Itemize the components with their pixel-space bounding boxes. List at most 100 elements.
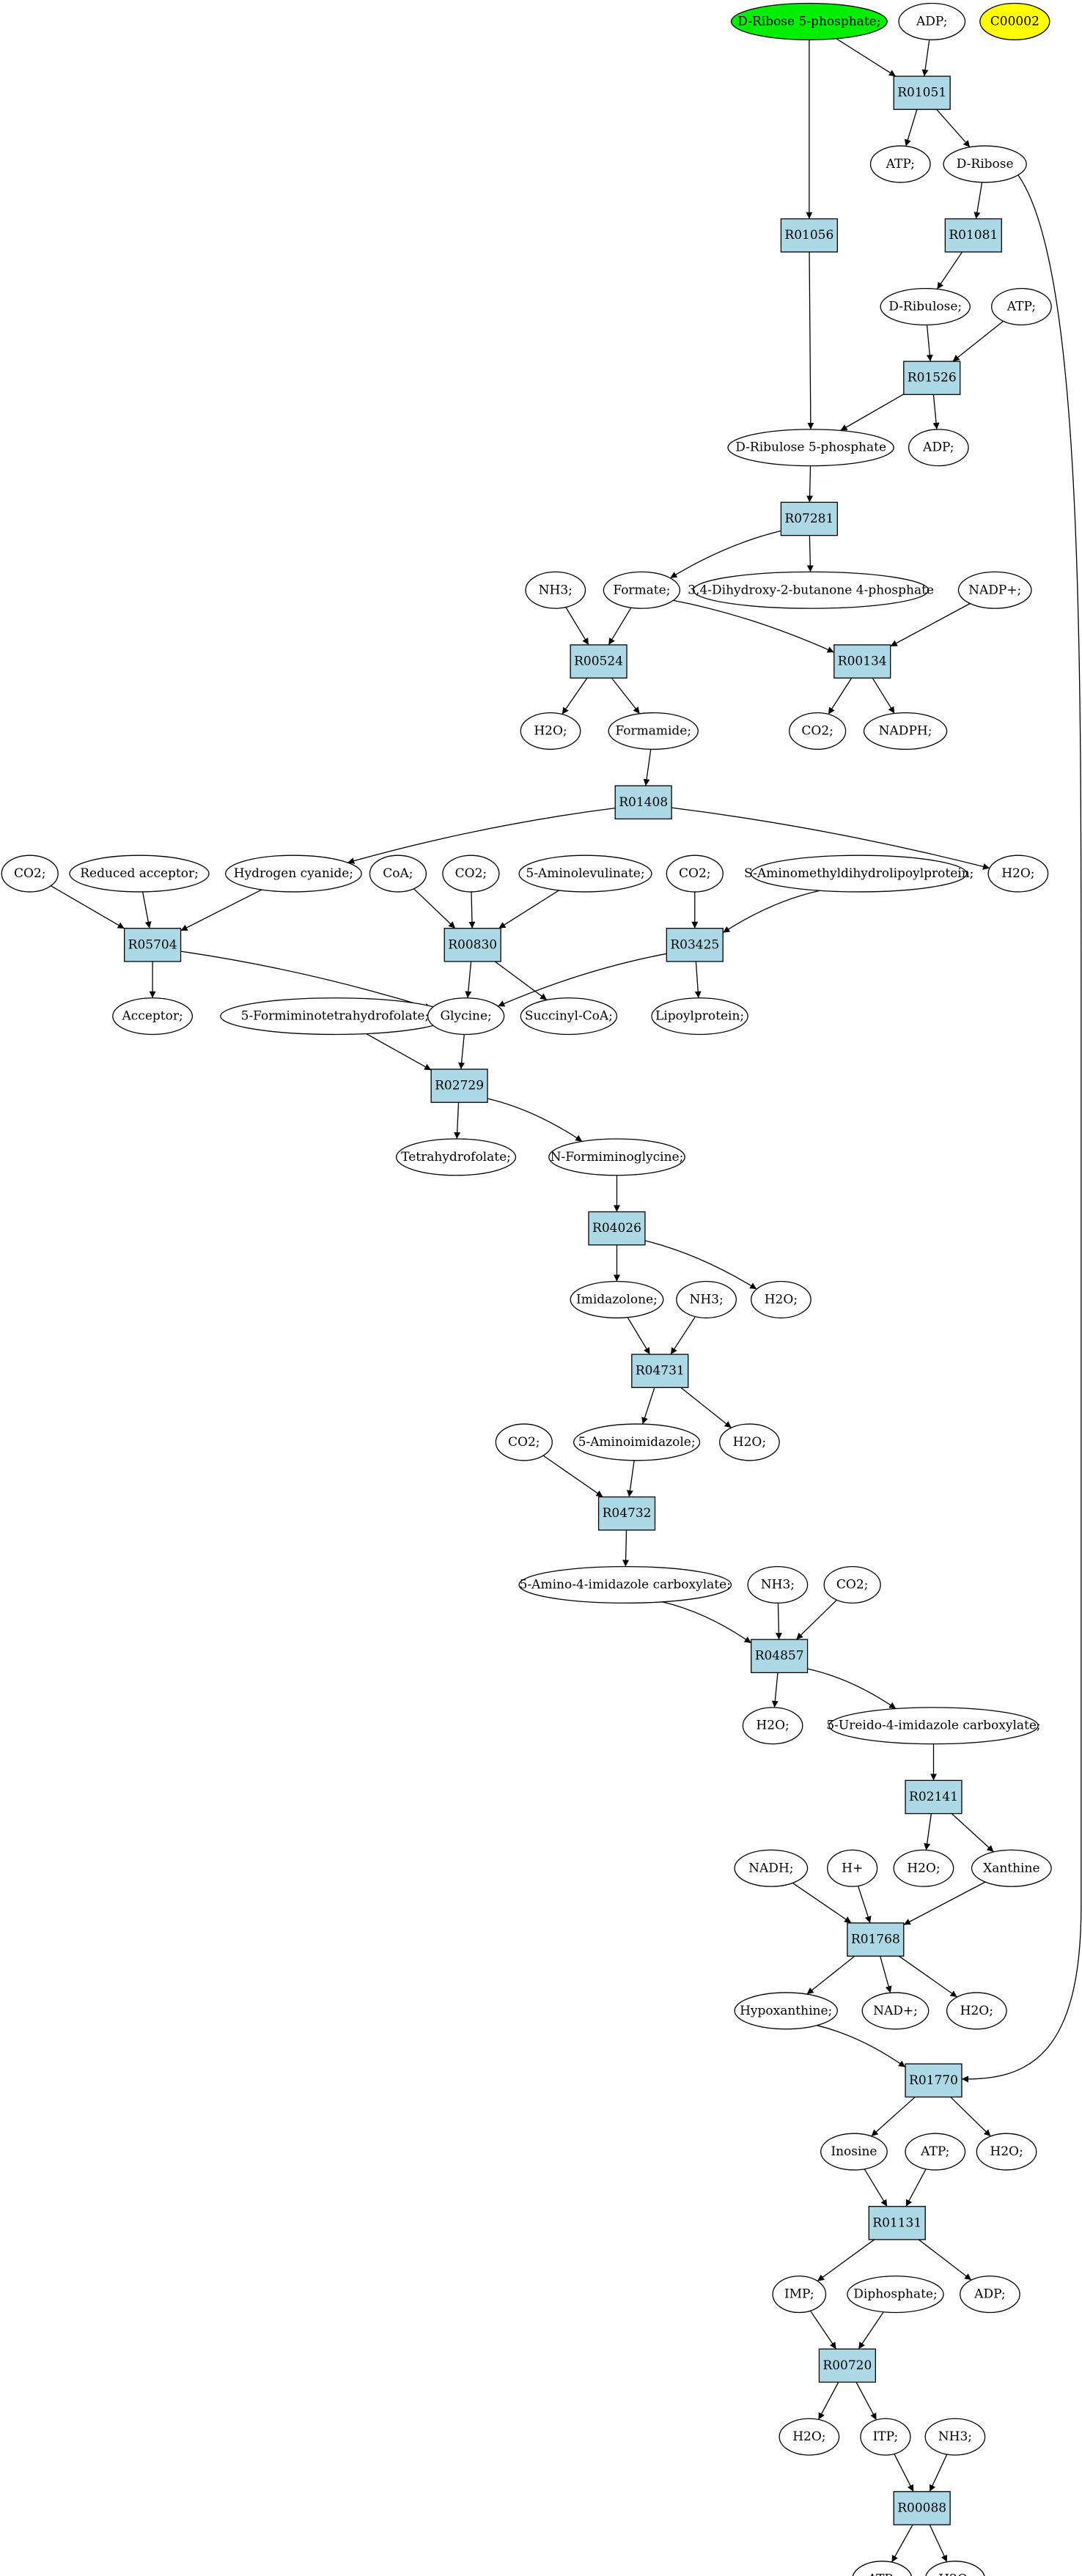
reaction-node-r01051[interactable]: R01051: [893, 75, 951, 110]
compound-node-c-imidazolone[interactable]: Imidazolone;: [570, 1280, 664, 1318]
node-label: R01131: [872, 2215, 921, 2230]
compound-node-c-nadp[interactable]: NADP+;: [957, 571, 1032, 609]
reaction-node-r00720[interactable]: R00720: [818, 2348, 876, 2383]
compound-node-c-itp[interactable]: ITP;: [860, 2418, 911, 2456]
compound-node-c-nh3-2[interactable]: NH3;: [676, 1280, 737, 1318]
compound-node-c-thf[interactable]: Tetrahydrofolate;: [395, 1138, 517, 1176]
reaction-node-r02141[interactable]: R02141: [905, 1779, 963, 1815]
compound-ellipse: [730, 2, 888, 40]
compound-node-c-h2o-5[interactable]: H2O;: [742, 1707, 803, 1745]
compound-node-c-xanthine[interactable]: Xanthine: [971, 1849, 1052, 1887]
compound-node-c-5ala[interactable]: 5-Aminolevulinate;: [518, 855, 652, 893]
compound-node-c-acceptor[interactable]: Acceptor;: [112, 997, 194, 1036]
compound-node-c-samdlp[interactable]: S-Aminomethyldihydrolipoylprotein;: [744, 855, 974, 893]
compound-node-c-c00002[interactable]: C00002: [979, 2, 1050, 40]
compound-node-c-5fthf[interactable]: 5-Formiminotetrahydrofolate;: [220, 997, 450, 1036]
reaction-node-r01081[interactable]: R01081: [944, 218, 1002, 253]
compound-node-c-hcn[interactable]: Hydrogen cyanide;: [224, 855, 362, 893]
compound-node-c-nadph[interactable]: NADPH;: [863, 712, 948, 750]
compound-node-c-dribose5p[interactable]: D-Ribose 5-phosphate;: [730, 2, 888, 40]
reaction-node-r04857[interactable]: R04857: [751, 1639, 809, 1674]
compound-node-c-formate[interactable]: Formate;: [603, 571, 681, 609]
edge-c-xanthine-to-r01768: [903, 1881, 986, 1925]
compound-node-c-h2o-9[interactable]: H2O;: [779, 2418, 840, 2456]
edge-r04731-to-c-5aimid: [641, 1387, 655, 1425]
reaction-node-r04026[interactable]: R04026: [588, 1211, 646, 1246]
compound-node-c-glycine[interactable]: Glycine;: [427, 997, 505, 1036]
edge-r00830-to-c-succoa: [494, 961, 548, 1000]
reaction-node-r03425[interactable]: R03425: [666, 928, 724, 962]
edge-r04731-to-c-h2o-4: [680, 1387, 732, 1428]
compound-node-c-dribose[interactable]: D-Ribose: [943, 145, 1027, 183]
compound-node-c-atp4[interactable]: ATP;: [852, 2561, 913, 2576]
compound-node-c-atp1[interactable]: ATP;: [869, 145, 931, 183]
reaction-node-r01526[interactable]: R01526: [903, 361, 961, 396]
node-label: R00830: [448, 937, 497, 952]
compound-node-c-nh3-4[interactable]: NH3;: [924, 2418, 986, 2456]
node-label: R01408: [619, 795, 668, 810]
compound-node-c-coa[interactable]: CoA;: [369, 855, 427, 893]
compound-node-c-adp2[interactable]: ADP;: [908, 429, 969, 467]
edge-layer: [51, 38, 1082, 2563]
reaction-node-r01056[interactable]: R01056: [780, 218, 838, 253]
reaction-node-r04731[interactable]: R04731: [631, 1354, 689, 1388]
compound-node-c-adp1[interactable]: ADP;: [898, 2, 966, 40]
reaction-node-r00830[interactable]: R00830: [444, 928, 501, 962]
compound-node-c-diphosphate[interactable]: Diphosphate;: [847, 2276, 944, 2314]
compound-node-c-5aimid[interactable]: 5-Aminoimidazole;: [573, 1423, 701, 1461]
compound-node-c-nadplus[interactable]: NAD+;: [861, 1992, 930, 2030]
edge-r01131-to-c-adp3: [918, 2239, 972, 2281]
reaction-box: [944, 218, 1002, 253]
compound-node-c-h2o-2[interactable]: H2O;: [987, 855, 1049, 893]
compound-node-c-redacc[interactable]: Reduced acceptor;: [69, 855, 210, 893]
compound-node-c-co2-1[interactable]: CO2;: [789, 712, 847, 750]
reaction-node-r05704[interactable]: R05704: [123, 928, 182, 962]
compound-node-c-hplus[interactable]: H+: [827, 1849, 878, 1887]
compound-node-c-h2o-3[interactable]: H2O;: [751, 1280, 812, 1318]
compound-node-c-h2o-10[interactable]: H2O;: [925, 2561, 985, 2576]
compound-ellipse: [224, 855, 362, 893]
reaction-node-r00088[interactable]: R00088: [893, 2491, 951, 2525]
reaction-node-r01768[interactable]: R01768: [847, 1922, 905, 1957]
reaction-node-r00134[interactable]: R00134: [833, 644, 891, 679]
compound-node-c-co2-3[interactable]: CO2;: [442, 855, 500, 893]
edge-c-samdlp-to-r03425: [722, 890, 820, 934]
compound-node-c-co2-6[interactable]: CO2;: [823, 1565, 881, 1604]
compound-node-c-5a4ic[interactable]: 5-Amino-4-imidazole carboxylate;: [518, 1565, 732, 1604]
reaction-node-r01408[interactable]: R01408: [614, 785, 672, 820]
reaction-node-r02729[interactable]: R02729: [430, 1069, 488, 1103]
compound-node-c-h2o-4[interactable]: H2O;: [719, 1423, 780, 1461]
reaction-node-r04732[interactable]: R04732: [597, 1496, 656, 1531]
compound-node-c-dhbp[interactable]: 3,4-Dihydroxy-2-butanone 4-phosphate: [688, 571, 934, 609]
compound-node-c-inosine[interactable]: Inosine: [820, 2133, 888, 2171]
compound-node-c-nh3-1[interactable]: NH3;: [525, 571, 586, 609]
compound-node-c-nh3-3[interactable]: NH3;: [747, 1565, 809, 1604]
compound-node-c-imp[interactable]: IMP;: [772, 2276, 827, 2314]
compound-node-c-nfgly[interactable]: N-Formiminoglycine;: [548, 1138, 685, 1176]
compound-node-c-h2o-8[interactable]: H2O;: [976, 2133, 1037, 2171]
compound-node-c-co2-4[interactable]: CO2;: [666, 855, 724, 893]
compound-node-c-adp3[interactable]: ADP;: [960, 2276, 1020, 2314]
reaction-node-r01770[interactable]: R01770: [905, 2063, 963, 2098]
compound-node-c-co2-5[interactable]: CO2;: [495, 1423, 553, 1461]
compound-node-c-atp3[interactable]: ATP;: [905, 2133, 966, 2171]
compound-node-c-formamide[interactable]: Formamide;: [608, 712, 699, 750]
compound-node-c-co2-2[interactable]: CO2;: [1, 855, 59, 893]
compound-node-c-lipoyl[interactable]: Lipoylprotein;: [651, 997, 748, 1036]
compound-node-c-nadh[interactable]: NADH;: [734, 1849, 809, 1887]
edge-r07281-to-c-formate: [669, 530, 781, 579]
compound-node-c-h2o-7[interactable]: H2O;: [946, 1992, 1007, 2030]
compound-node-c-5u4ic[interactable]: 5-Ureido-4-imidazole carboxylate;: [826, 1707, 1041, 1745]
compound-ellipse: [869, 145, 931, 183]
compound-node-c-h2o-1[interactable]: H2O;: [520, 712, 581, 750]
compound-node-c-dribulose5p[interactable]: D-Ribulose 5-phosphate: [727, 429, 894, 467]
reaction-node-r00524[interactable]: R00524: [570, 644, 628, 679]
reaction-node-r01131[interactable]: R01131: [868, 2206, 926, 2240]
reaction-node-r07281[interactable]: R07281: [780, 501, 838, 536]
compound-node-c-dribulose[interactable]: D-Ribulose;: [880, 287, 971, 326]
compound-node-c-h2o-6[interactable]: H2O;: [893, 1849, 954, 1887]
compound-node-c-hypoxanthine[interactable]: Hypoxanthine;: [734, 1992, 838, 2030]
compound-node-c-atp2[interactable]: ATP;: [991, 287, 1052, 326]
compound-node-c-succoa[interactable]: Succinyl-CoA;: [520, 997, 618, 1036]
edge-r02729-to-c-nfgly: [487, 1098, 583, 1143]
